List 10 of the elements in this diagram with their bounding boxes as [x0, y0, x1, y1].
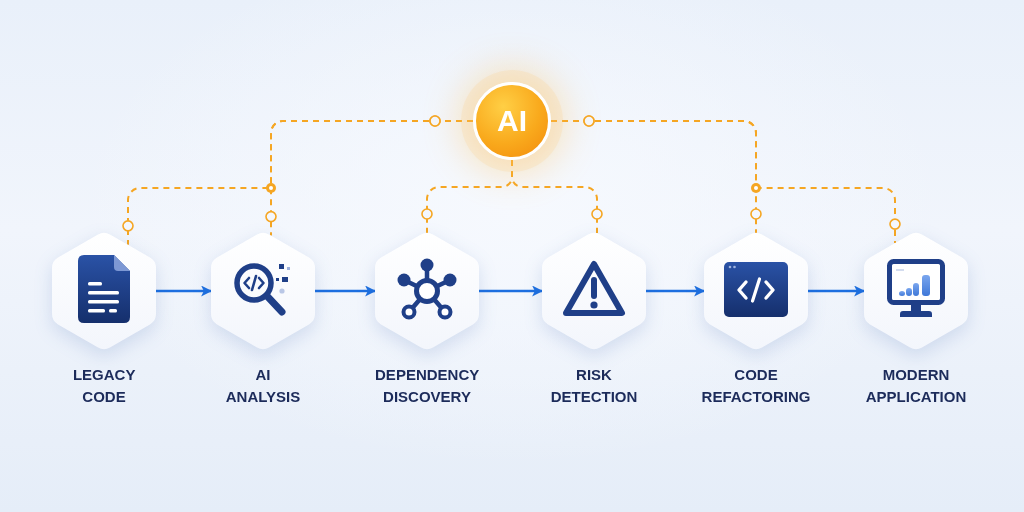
ai-circle: [473, 82, 551, 160]
step-label: CODE REFACTORING: [701, 365, 811, 407]
step-label: LEGACY CODE: [72, 365, 136, 407]
step-label: MODERN APPLICATION: [865, 365, 967, 407]
ai-label: AI: [497, 106, 527, 136]
step-label: DEPENDENCY DISCOVERY: [375, 365, 479, 407]
step-label: RISK DETECTION: [550, 365, 638, 407]
dashed-connector: [265, 115, 474, 237]
step-label: AI ANALYSIS: [225, 365, 301, 407]
dashed-connector: [511, 159, 603, 234]
